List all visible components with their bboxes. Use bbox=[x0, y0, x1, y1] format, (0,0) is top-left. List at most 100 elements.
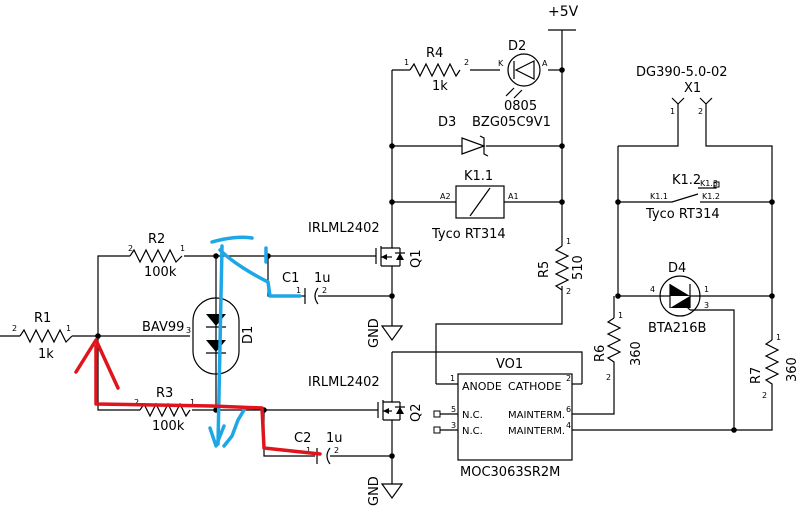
k1-2-value: Tyco RT314 bbox=[645, 207, 720, 222]
k1-1-pin-a1: A1 bbox=[508, 192, 519, 201]
k1-1-value: Tyco RT314 bbox=[431, 227, 506, 242]
r2-pin1: 1 bbox=[180, 244, 185, 253]
d2-pin-a: A bbox=[542, 59, 548, 68]
optocoupler-vo1: VO1 MOC3063SR2M ANODE CATHODE N.C. N.C. … bbox=[433, 357, 582, 480]
r1-pin2: 2 bbox=[12, 324, 17, 333]
gnd-label-1: GND bbox=[367, 318, 382, 348]
resistor-r2: R2 100k 2 1 bbox=[128, 232, 185, 280]
r4-pin1: 1 bbox=[404, 58, 409, 67]
k1-1-ref: K1.1 bbox=[464, 169, 493, 184]
r7-pin1: 1 bbox=[776, 333, 781, 342]
c2-pin1: 1 bbox=[306, 446, 311, 455]
d3-value: BZG05C9V1 bbox=[472, 115, 551, 130]
r5-ref: R5 bbox=[537, 261, 552, 278]
supply-5v: +5V bbox=[548, 4, 579, 31]
r6-pin1: 1 bbox=[618, 311, 623, 320]
d4-pin-4: 4 bbox=[650, 285, 655, 294]
r4-ref: R4 bbox=[426, 46, 443, 61]
d4-ref: D4 bbox=[668, 261, 686, 276]
vo1-nc-b: N.C. bbox=[462, 426, 483, 437]
r7-pin2: 2 bbox=[762, 391, 767, 400]
r3-value: 100k bbox=[152, 419, 185, 434]
k1-2-pin-12: K1.2 bbox=[702, 192, 720, 201]
diode-d3: D3 BZG05C9V1 bbox=[438, 115, 551, 157]
d1-value: BAV99 bbox=[142, 320, 184, 335]
x1-value: DG390-5.0-02 bbox=[636, 65, 728, 80]
d1-pin3: 3 bbox=[186, 326, 191, 335]
d1-ref: D1 bbox=[241, 326, 256, 344]
r7-value: 360 bbox=[785, 357, 800, 382]
r5-pin2: 2 bbox=[566, 287, 571, 296]
annotation-red-stroke bbox=[74, 338, 322, 456]
diode-d1: BAV99 D1 3 bbox=[142, 297, 256, 375]
resistor-r1: R1 1k 2 1 bbox=[12, 311, 73, 362]
vo1-value: MOC3063SR2M bbox=[460, 465, 560, 480]
d4-pin-3: 3 bbox=[704, 301, 709, 310]
k1-1-pin-a2: A2 bbox=[440, 192, 451, 201]
r6-value: 360 bbox=[629, 341, 644, 366]
d4-pin-1: 1 bbox=[704, 285, 709, 294]
c2-ref: C2 bbox=[294, 431, 311, 446]
resistor-r5: R5 510 1 2 bbox=[537, 237, 586, 296]
capacitor-c1: C1 1u 1 2 bbox=[282, 271, 331, 305]
resistor-r6: R6 360 1 2 bbox=[593, 311, 644, 382]
r4-pin2: 2 bbox=[464, 58, 469, 67]
relay-contact-k1-2: K1.2 Tyco RT314 K1.1 K1.2 K1.3 bbox=[645, 173, 720, 222]
vo1-pin-3: 3 bbox=[451, 421, 456, 430]
q1-value: IRLML2402 bbox=[308, 221, 380, 236]
r2-value: 100k bbox=[144, 265, 177, 280]
supply-label: +5V bbox=[548, 4, 579, 20]
vo1-pin-2: 2 bbox=[566, 374, 571, 383]
annotation-blue-stroke bbox=[208, 235, 302, 448]
vo1-nc-a: N.C. bbox=[462, 410, 483, 421]
x1-ref: X1 bbox=[684, 81, 701, 96]
vo1-mainterm-a: MAINTERM. bbox=[508, 410, 565, 421]
vo1-cathode: CATHODE bbox=[508, 380, 561, 393]
vo1-anode: ANODE bbox=[462, 380, 502, 393]
k1-2-pin-11: K1.1 bbox=[650, 192, 668, 201]
d2-value: 0805 bbox=[504, 99, 537, 114]
r2-pin2: 2 bbox=[128, 244, 133, 253]
ground-q2: GND bbox=[367, 476, 404, 506]
r2-ref: R2 bbox=[148, 232, 165, 247]
vo1-pin-6: 6 bbox=[566, 405, 571, 414]
k1-2-pin-13: K1.3 bbox=[700, 179, 718, 188]
triac-d4: D4 BTA216B 4 1 3 bbox=[648, 261, 709, 336]
r5-value: 510 bbox=[571, 255, 586, 280]
vo1-pin-5: 5 bbox=[451, 405, 456, 414]
resistor-r4: R4 1k 1 2 bbox=[404, 46, 469, 94]
c1-pin2: 2 bbox=[322, 286, 327, 295]
c1-value: 1u bbox=[314, 271, 331, 286]
vo1-pin-4: 4 bbox=[566, 421, 571, 430]
vo1-pin-1: 1 bbox=[450, 374, 455, 383]
c1-ref: C1 bbox=[282, 271, 299, 286]
resistor-r7: R7 360 1 2 bbox=[749, 333, 800, 400]
r7-ref: R7 bbox=[749, 367, 764, 384]
resistor-r3: R3 100k 2 1 bbox=[134, 386, 195, 434]
k1-2-ref: K1.2 bbox=[672, 173, 701, 188]
r1-value: 1k bbox=[38, 347, 54, 362]
c2-pin2: 2 bbox=[334, 446, 339, 455]
r3-ref: R3 bbox=[156, 386, 173, 401]
diode-d2: D2 0805 K A bbox=[498, 39, 548, 114]
mosfet-q1: IRLML2402 Q1 bbox=[308, 221, 424, 268]
r1-pin1: 1 bbox=[66, 324, 71, 333]
d4-value: BTA216B bbox=[648, 321, 706, 336]
d2-ref: D2 bbox=[508, 39, 526, 54]
r5-pin1: 1 bbox=[566, 237, 571, 246]
x1-pin-1: 1 bbox=[670, 107, 675, 116]
vo1-mainterm-b: MAINTERM. bbox=[508, 426, 565, 437]
mosfet-q2: IRLML2402 Q2 bbox=[308, 375, 424, 422]
r6-ref: R6 bbox=[593, 345, 608, 362]
r1-ref: R1 bbox=[34, 311, 51, 326]
relay-coil-k1-1: K1.1 Tyco RT314 A2 A1 bbox=[431, 169, 519, 242]
q1-ref: Q1 bbox=[409, 249, 424, 268]
gnd-label-2: GND bbox=[367, 476, 382, 506]
connector-x1: DG390-5.0-02 X1 1 2 bbox=[636, 65, 728, 116]
vo1-ref: VO1 bbox=[496, 357, 523, 372]
x1-pin-2: 2 bbox=[698, 107, 703, 116]
d3-ref: D3 bbox=[438, 115, 456, 130]
capacitor-c2: C2 1u 1 2 bbox=[294, 431, 343, 465]
c1-pin1: 1 bbox=[296, 286, 301, 295]
c2-value: 1u bbox=[326, 431, 343, 446]
